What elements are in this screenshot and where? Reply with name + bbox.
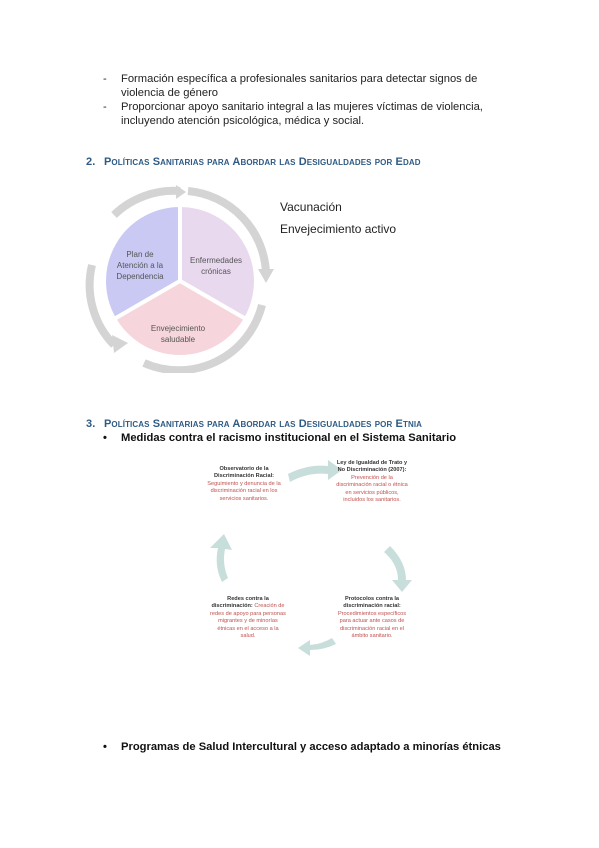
dash-marker: - [103,73,107,85]
cycle-box-title: Redes contra la discriminación: [211,596,269,610]
dash-item-text: Proporcionar apoyo sanitario integral a … [121,101,483,127]
dash-item-text: Formación específica a profesionales san… [121,73,478,99]
ring-arrowhead [112,335,128,353]
cycle-box-title: Observatorio de la Discriminación Racial… [214,466,274,480]
segment-bottom [111,278,249,359]
section-heading: 2. Políticas Sanitarias para Abordar las … [86,156,421,168]
bullet-item: • Programas de Salud Intercultural y acce… [103,741,501,753]
section-heading: 3. Políticas Sanitarias para Abordar las … [86,418,422,430]
cycle-box-top-left: Observatorio de la Discriminación Racial… [206,466,282,503]
bullet-text: Medidas contra el racismo institucional … [121,432,457,444]
side-label-vacunacion: Vacunación [280,200,342,214]
cycle-box-title: Protocolos contra la discriminación raci… [343,596,401,610]
bullet-text: Programas de Salud Intercultural y acces… [121,741,501,753]
cycle-box-top-right: Ley de Igualdad de Trato y No Discrimina… [336,460,408,504]
cycle-arrows [210,460,412,656]
dash-marker: - [103,101,107,113]
cycle-box-bottom-left: Redes contra la discriminación: Creación… [210,596,286,640]
bullet-marker: • [103,432,107,444]
cycle-box-bottom-right: Protocolos contra la discriminación raci… [332,596,412,640]
cycle-arrow-bottom [298,638,336,656]
side-label-envejecimiento-activo: Envejecimiento activo [280,222,397,236]
cycle-box-body: Creación de redes de apoyo para personas… [210,603,286,640]
cycle-box-body: Prevención de la discriminación racial o… [336,474,408,504]
cycle-box-title: Ley de Igualdad de Trato y No Discrimina… [336,460,408,474]
cycle-arrow-top [288,460,342,482]
ring-arrows [85,186,270,373]
section-title: Políticas Sanitarias para Abordar las De… [104,156,421,168]
bullet-item: • Medidas contra el racismo institucional… [103,432,456,444]
section-number: 3. [86,418,96,430]
section-number: 2. [86,156,96,168]
bullet-marker: • [103,741,107,753]
dash-list-item: - Formación específica a profesionales s… [103,72,523,102]
ring-arrowhead [176,185,186,199]
cycle-arrow-left [210,534,232,582]
cycle-arrow-group [210,460,412,656]
dash-list-item: - Proporcionar apoyo sanitario integral … [103,100,523,130]
ring-arrowhead [258,269,274,283]
section-title: Políticas Sanitarias para Abordar las De… [104,418,423,430]
cycle-box-body: Seguimiento y denuncia de la discriminac… [207,480,281,502]
cycle-box-body: Procedimientos específicos para actuar a… [337,610,407,640]
cycle-arrow-right [384,546,412,592]
